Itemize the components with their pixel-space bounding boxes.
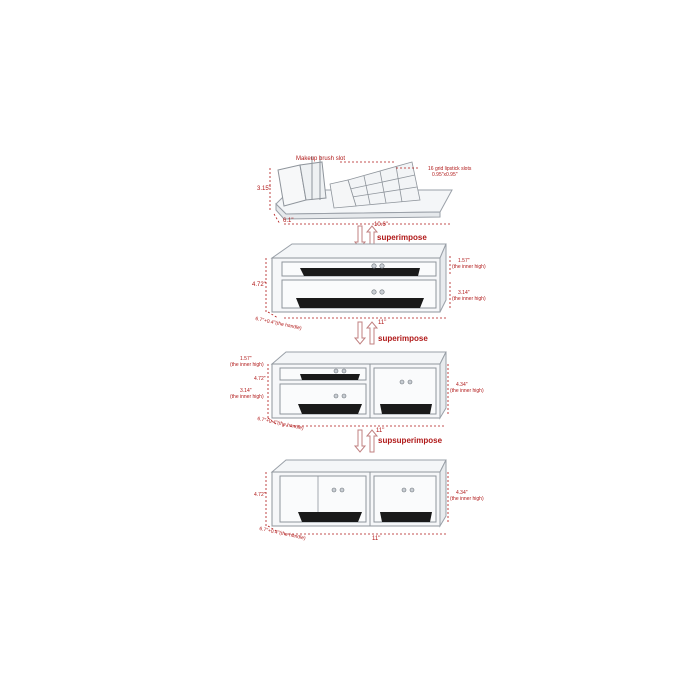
tier-4-height: 4.72" (254, 492, 266, 498)
superimpose-label-3: supsuperimpose (378, 436, 443, 445)
superimpose-label-2: superimpose (378, 334, 428, 343)
tier-top-depth: 6.1" (283, 218, 294, 224)
tier-2-dimensions (265, 256, 451, 319)
tier-4-dimensions (265, 472, 449, 535)
tier-3-right-note: (the inner high) (450, 388, 484, 394)
tier-4-right-height: 4.34" (456, 490, 468, 496)
tier-4-drawer-unit (270, 459, 447, 528)
tier-2-drawer-unit (270, 243, 447, 313)
tier-3-left-large-height: 3.14" (240, 388, 252, 394)
lipstick-slot-size: 0.95"x0.95" (432, 172, 458, 178)
tier-2-top-drawer-height: 1.57" (458, 258, 470, 264)
tier-2-bottom-drawer-note: (the inner high) (452, 296, 486, 302)
tier-3-left-small-height: 1.57" (240, 356, 252, 362)
tier-top-dimensions (269, 161, 452, 225)
tier-3-left-large-note: (the inner high) (230, 394, 264, 400)
tier-4-right-note: (the inner high) (450, 496, 484, 502)
tier-3-left-small-note: (the inner high) (230, 362, 264, 368)
brush-slot-label: Makeup brush slot (296, 156, 346, 162)
tier-top-organizer (275, 156, 453, 220)
tier-top-width: 10.6" (374, 222, 388, 228)
tier-3-dimensions (267, 364, 449, 427)
tier-4-width: 11" (372, 536, 381, 542)
tier-2-top-drawer-note: (the inner high) (452, 264, 486, 270)
tier-3-drawer-unit (270, 351, 447, 420)
tier-top-height: 3.15" (257, 186, 271, 192)
superimpose-arrow-3 (353, 429, 379, 453)
superimpose-arrow-2 (353, 321, 379, 345)
tier-3-right-height: 4.34" (456, 382, 468, 388)
lipstick-grid (347, 161, 421, 207)
tier-3-height: 4.72" (254, 376, 266, 382)
tier-2-width: 11" (378, 320, 387, 326)
lipstick-slots-label: 16 grid lipstick slots (428, 166, 472, 172)
tier-3-width: 11" (376, 428, 385, 434)
tier-2-bottom-drawer-height: 3.14" (458, 290, 470, 296)
tier-2-height: 4.72" (252, 282, 266, 288)
superimpose-label-1: superimpose (377, 233, 427, 242)
